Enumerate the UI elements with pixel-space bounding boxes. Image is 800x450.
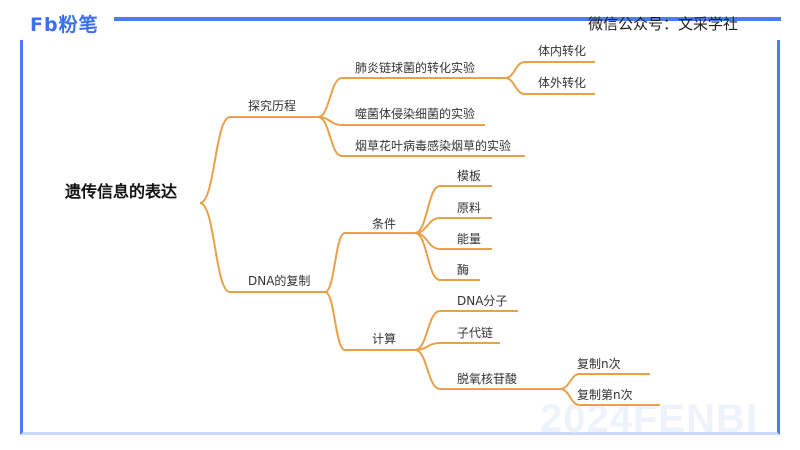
node-conditions: 条件 (372, 217, 396, 231)
branch-connector (414, 342, 500, 351)
node-daughter-strand: 子代链 (457, 325, 493, 340)
branch-connector (317, 116, 525, 157)
branch-connector (199, 202, 325, 293)
branch-connector (504, 77, 595, 95)
branch-connector (414, 349, 560, 390)
branch-connector (199, 116, 318, 204)
node-tmv: 烟草花叶病毒感染烟草的实验 (355, 138, 511, 153)
node-dna-replication: DNA的复制 (248, 273, 310, 288)
header-bar (114, 17, 781, 21)
branch-connector (414, 217, 492, 234)
node-exploration: 探究历程 (248, 98, 296, 113)
node-energy: 能量 (457, 232, 481, 246)
fenbi-logo: Fb粉笔 (30, 14, 99, 36)
node-phage: 噬菌体侵染细菌的实验 (355, 106, 475, 121)
node-template: 模板 (457, 169, 481, 183)
node-in-vivo: 体内转化 (538, 43, 586, 58)
node-enzyme: 酶 (457, 262, 469, 277)
branch-connector (559, 388, 660, 406)
node-deoxynucleotide: 脱氧核苷酸 (457, 371, 517, 386)
node-replicate-nth-time: 复制第n次 (577, 388, 633, 402)
node-in-vitro: 体外转化 (538, 75, 586, 90)
branch-connector (559, 373, 650, 390)
branch-connector (317, 77, 505, 118)
branch-connector (324, 232, 415, 293)
node-calculation: 计算 (372, 331, 396, 346)
node-pneumococcus: 肺炎链球菌的转化实验 (355, 60, 475, 75)
branch-connector (414, 310, 518, 351)
node-replicate-n-times: 复制n次 (577, 357, 621, 371)
node-dna-molecule: DNA分子 (457, 294, 507, 308)
wechat-account-label: 微信公众号：文采学社 (588, 15, 739, 33)
branch-connector (324, 291, 415, 351)
node-material: 原料 (457, 201, 481, 215)
content-frame (20, 40, 780, 435)
root-node: 遗传信息的表达 (64, 182, 177, 201)
branch-connector (414, 185, 492, 234)
branch-connector (414, 232, 480, 281)
